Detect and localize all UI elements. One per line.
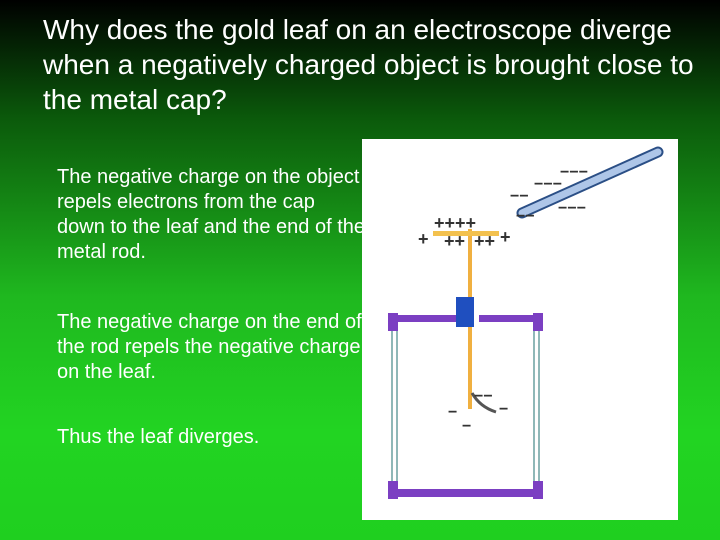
charged-rod [516, 146, 664, 219]
charge-minus: −−− [558, 200, 586, 217]
charge-plus: + [500, 227, 511, 247]
charge-plus: + [418, 229, 429, 249]
charge-minus: −− [510, 188, 529, 205]
charge-minus: −−− [560, 164, 588, 181]
charge-minus: − [462, 418, 471, 435]
charge-plus: ++ [474, 231, 495, 251]
cap-positive-charges: ++++ + ++ ++ + [418, 213, 511, 251]
leaf-negative-charges: −− − − − [448, 388, 508, 435]
slide-title: Why does the gold leaf on an electroscop… [43, 14, 694, 115]
explanation-paragraph-3: Thus the leaf diverges. [57, 426, 260, 448]
charge-minus: − [499, 401, 508, 418]
explanation-paragraph-2: The negative charge on the end of the ro… [57, 311, 362, 383]
rod-negative-charges: −−− −−− −− −−− −− [510, 164, 588, 225]
charge-plus: ++ [444, 231, 465, 251]
metal-cap-and-stem [433, 229, 499, 409]
electroscope-diagram: −−− −−− −− −−− −− [362, 139, 678, 520]
gold-leaf [470, 392, 497, 414]
explanation-paragraph-1: The negative charge on the object repels… [57, 166, 366, 263]
charge-plus: ++++ [434, 213, 476, 233]
electroscope-svg: −−− −−− −− −−− −− [388, 146, 664, 499]
charge-minus: −− [516, 208, 535, 225]
electroscope-case [388, 313, 543, 499]
charge-minus: −− [474, 388, 493, 405]
charge-minus: − [448, 404, 457, 421]
charge-minus: −−− [534, 176, 562, 193]
